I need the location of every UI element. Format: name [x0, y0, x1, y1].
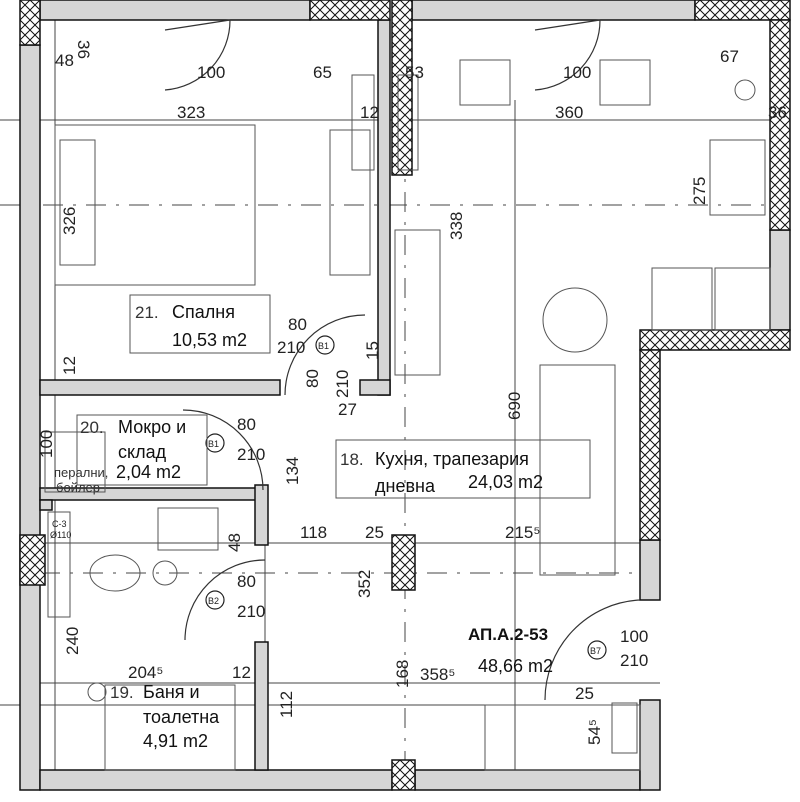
svg-text:Ø110: Ø110	[50, 530, 71, 540]
pillows	[59, 139, 96, 266]
svg-text:25: 25	[575, 684, 594, 703]
room-label-bathroom: 19. Баня и тоалетна 4,91 m2	[110, 682, 220, 751]
svg-text:19.: 19.	[110, 683, 134, 702]
shaft	[611, 702, 638, 754]
svg-text:48,66 m2: 48,66 m2	[478, 656, 553, 676]
svg-text:48: 48	[55, 51, 74, 70]
svg-text:18.: 18.	[340, 450, 364, 469]
svg-text:B7: B7	[590, 646, 601, 656]
wardrobe	[329, 129, 371, 276]
svg-text:Мокро и: Мокро и	[118, 417, 186, 437]
svg-text:100: 100	[563, 63, 591, 82]
svg-text:80: 80	[288, 315, 307, 334]
svg-text:10,53 m2: 10,53 m2	[172, 330, 247, 350]
apartment-label: АП.А.2-53 48,66 m2	[468, 625, 553, 676]
svg-text:бойлер: бойлер	[56, 480, 100, 495]
svg-text:2,04 m2: 2,04 m2	[116, 462, 181, 482]
svg-text:4,91 m2: 4,91 m2	[143, 731, 208, 751]
svg-text:дневна: дневна	[375, 476, 436, 496]
svg-text:54⁵: 54⁵	[585, 719, 604, 745]
svg-text:118: 118	[300, 523, 327, 542]
svg-text:323: 323	[177, 103, 205, 122]
svg-text:275: 275	[690, 177, 709, 205]
svg-text:12: 12	[360, 103, 379, 122]
svg-text:B1: B1	[318, 341, 329, 351]
svg-text:326: 326	[60, 207, 79, 235]
svg-text:20.: 20.	[80, 418, 104, 437]
washer	[44, 431, 106, 493]
svg-text:100: 100	[620, 627, 648, 646]
svg-text:перални,: перални,	[54, 465, 108, 480]
svg-text:80: 80	[237, 415, 256, 434]
svg-text:215⁵: 215⁵	[505, 523, 540, 542]
svg-text:склад: склад	[118, 442, 167, 462]
door-tag-b2: B2 80 210	[205, 572, 265, 621]
dimension-labels: 36 48 100 65 53 100 67 323 12 360 36 326…	[37, 40, 787, 745]
bathtub	[104, 684, 236, 771]
svg-text:B2: B2	[208, 596, 219, 606]
room-label-living: 18. Кухня, трапезария дневна 24,03 m2	[335, 439, 591, 499]
svg-text:C-3: C-3	[52, 519, 67, 529]
svg-text:тоалетна: тоалетна	[143, 707, 220, 727]
door-swings	[164, 19, 641, 701]
room-label-bedroom: 21. Спалня 10,53 m2	[129, 294, 271, 354]
room-label-storage: 20. Мокро и склад 2,04 m2 перални, бойле…	[54, 414, 208, 495]
columns	[19, 0, 791, 791]
svg-text:352: 352	[355, 570, 374, 598]
svg-text:338: 338	[447, 212, 466, 240]
svg-text:65: 65	[313, 63, 332, 82]
svg-text:358⁵: 358⁵	[420, 665, 455, 684]
stove	[651, 267, 713, 331]
svg-text:12: 12	[60, 356, 79, 375]
svg-text:100: 100	[37, 430, 56, 458]
svg-text:112: 112	[277, 691, 296, 718]
svg-text:53: 53	[405, 63, 424, 82]
svg-text:Баня и: Баня и	[143, 682, 200, 702]
door-tag-b1-storage: B1 80 210	[205, 415, 265, 464]
svg-text:25: 25	[365, 523, 384, 542]
svg-text:210: 210	[237, 445, 265, 464]
svg-text:210: 210	[237, 602, 265, 621]
svg-text:210: 210	[333, 370, 352, 398]
svg-text:Кухня, трапезария: Кухня, трапезария	[375, 449, 529, 469]
svg-text:21.: 21.	[135, 303, 159, 322]
table	[542, 287, 608, 353]
svg-text:210: 210	[620, 651, 648, 670]
svg-text:80: 80	[303, 369, 322, 388]
washbasin	[157, 507, 219, 551]
svg-text:204⁵: 204⁵	[128, 663, 163, 682]
svg-text:360: 360	[555, 103, 583, 122]
svg-text:15: 15	[363, 341, 382, 360]
svg-text:134: 134	[283, 457, 302, 485]
svg-text:36: 36	[768, 103, 787, 122]
svg-text:24,03 m2: 24,03 m2	[468, 472, 543, 492]
svg-text:690: 690	[505, 392, 524, 420]
sink	[709, 139, 766, 216]
svg-text:210: 210	[277, 338, 305, 357]
svg-text:B1: B1	[208, 439, 219, 449]
svg-text:Спалня: Спалня	[172, 302, 235, 322]
sofa	[539, 364, 616, 576]
svg-text:240: 240	[63, 627, 82, 655]
svg-text:27: 27	[338, 400, 357, 419]
shaft-tag: C-3 Ø110	[50, 519, 71, 540]
svg-text:80: 80	[237, 572, 256, 591]
svg-text:168: 168	[393, 660, 412, 688]
door-tag-b7: B7 100 210	[587, 627, 648, 670]
svg-text:12: 12	[232, 663, 251, 682]
bed	[54, 124, 256, 286]
svg-text:67: 67	[720, 47, 739, 66]
door-tag-b1-bedroom: B1 80 210	[277, 315, 335, 357]
furniture	[44, 59, 771, 771]
svg-text:АП.А.2-53: АП.А.2-53	[468, 625, 548, 644]
svg-text:48: 48	[225, 533, 244, 552]
walls	[19, 0, 791, 791]
svg-text:100: 100	[197, 63, 225, 82]
chair	[599, 59, 651, 106]
toilet	[89, 554, 141, 592]
chair	[459, 59, 511, 106]
tv-unit	[394, 229, 441, 376]
svg-text:36: 36	[74, 40, 93, 59]
